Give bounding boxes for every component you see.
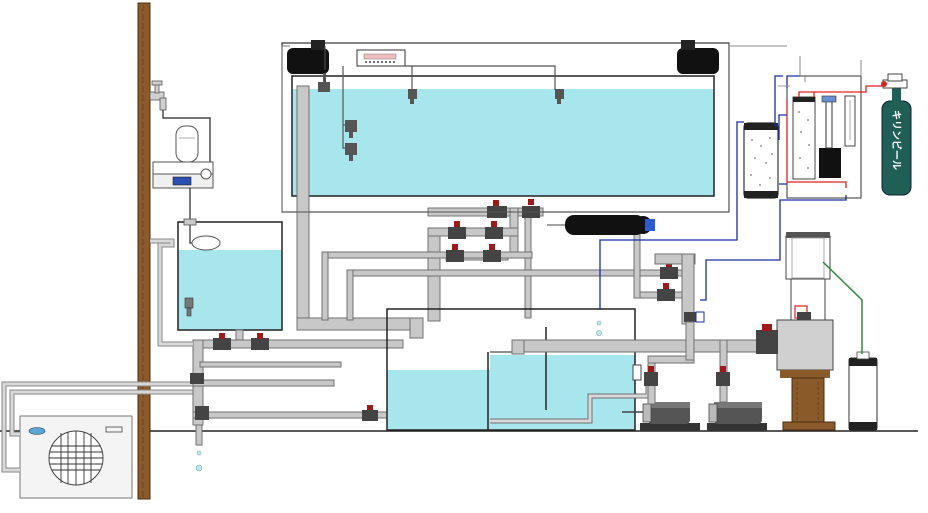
return-pump-2 bbox=[707, 402, 767, 431]
chiller-fan-grille bbox=[49, 431, 103, 485]
sump-bubble-2 bbox=[596, 330, 602, 336]
valve-8 bbox=[657, 283, 675, 301]
skimmer-cup-reactor bbox=[848, 351, 878, 431]
outdoor-chiller-unit bbox=[19, 415, 133, 499]
heater-probe-1 bbox=[345, 120, 357, 132]
valve-1 bbox=[487, 200, 507, 218]
reservoir-float-arm bbox=[189, 222, 192, 244]
skimmer-inlet-valve bbox=[756, 324, 778, 354]
pump-pipes bbox=[647, 321, 728, 405]
co2-cylinder-label: キリンビール bbox=[890, 110, 903, 170]
controller-display bbox=[356, 49, 406, 67]
reservoir-valve-2 bbox=[251, 333, 269, 350]
water-faucet bbox=[149, 80, 167, 111]
reservoir-valve-1 bbox=[213, 333, 231, 350]
co2-reactor-assembly bbox=[786, 75, 862, 199]
heater-probe-2 bbox=[345, 143, 357, 155]
return-pump-1 bbox=[640, 402, 700, 431]
valve-3 bbox=[448, 221, 466, 239]
top-off-reservoir bbox=[177, 221, 283, 331]
drip-bubble-1 bbox=[196, 450, 202, 456]
co2-line-red bbox=[786, 85, 884, 188]
air-line bbox=[730, 45, 862, 82]
valve-6 bbox=[483, 244, 501, 262]
overflow-pipe bbox=[296, 85, 424, 339]
calcium-reactor-chamber bbox=[743, 122, 779, 199]
co2-line-blue-2 bbox=[599, 121, 744, 310]
ro-filter-unit bbox=[152, 125, 214, 189]
wooden-wall-post bbox=[137, 2, 151, 500]
sump-return-pipe bbox=[511, 339, 778, 353]
ro-feed-line bbox=[162, 110, 211, 165]
protein-skimmer bbox=[776, 232, 836, 431]
uv-sterilizer bbox=[547, 215, 655, 235]
sump-bubble-1 bbox=[596, 320, 602, 326]
drain-valve bbox=[362, 405, 378, 421]
valve-5 bbox=[446, 244, 464, 262]
co2-line-blue-3 bbox=[700, 195, 847, 301]
tank-light-left bbox=[287, 40, 329, 74]
valve-4 bbox=[485, 221, 503, 239]
sensor-probe-3 bbox=[555, 89, 564, 99]
green-drain-line bbox=[822, 261, 863, 354]
sensor-probe-1 bbox=[318, 73, 330, 92]
drip-bubble-2 bbox=[195, 464, 203, 472]
valve-2 bbox=[522, 199, 540, 218]
tank-light-right bbox=[677, 40, 719, 74]
co2-line-blue-1 bbox=[778, 75, 800, 185]
sensor-probe-2 bbox=[408, 89, 417, 99]
sump-tank bbox=[386, 308, 636, 431]
